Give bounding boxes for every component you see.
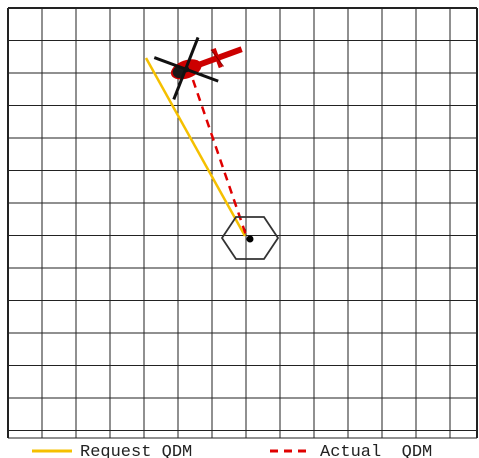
legend-actual-label: Actual QDM xyxy=(320,443,432,458)
request-qdm-line xyxy=(144,57,247,237)
legend-request-label: Request QDM xyxy=(80,443,192,458)
helicopter-icon xyxy=(153,36,243,100)
map-grid xyxy=(7,7,478,439)
legend: Request QDM Actual QDM xyxy=(32,443,432,458)
hexagon-navaid-icon xyxy=(220,216,280,260)
